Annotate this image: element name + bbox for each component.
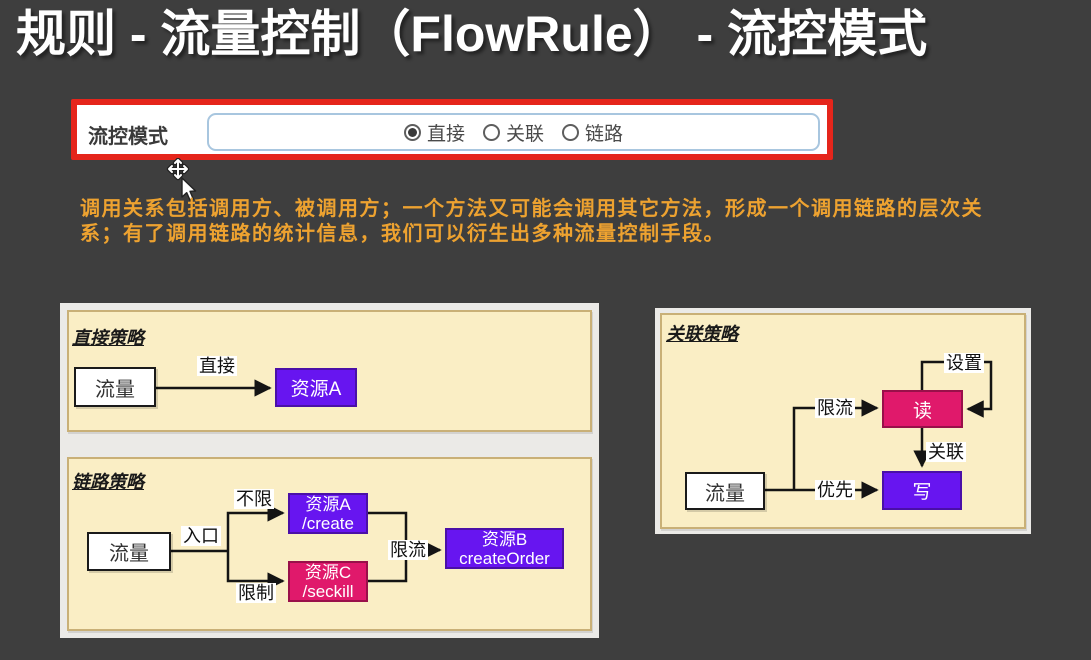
- radio-option-direct[interactable]: 直接: [403, 119, 465, 146]
- edge-label-relation: 关联: [926, 442, 966, 462]
- chain-strategy-title: 链路策略: [72, 472, 144, 492]
- flow-mode-radio-group: 直接 关联 链路: [403, 119, 623, 146]
- radio-option-chain[interactable]: 链路: [562, 119, 623, 146]
- node-line: /seckill: [302, 581, 354, 601]
- node-resource-c-seckill: 资源C /seckill: [288, 561, 368, 602]
- node-resource-b-createorder: 资源B createOrder: [445, 528, 564, 569]
- flow-mode-input: 直接 关联 链路: [207, 113, 820, 151]
- edge-label-entry: 入口: [181, 526, 221, 546]
- node-write: 写: [882, 471, 962, 510]
- node-traffic: 流量: [685, 472, 765, 510]
- direct-strategy-title: 直接策略: [72, 328, 144, 348]
- node-traffic: 流量: [87, 532, 171, 571]
- node-resource-a: 资源A: [275, 368, 357, 407]
- description-line-1: 调用关系包括调用方、被调用方；一个方法又可能会调用其它方法，形成一个调用链路的层…: [80, 198, 983, 220]
- flow-mode-label: 流控模式: [88, 126, 168, 148]
- edge-label-setup: 设置: [944, 353, 984, 373]
- edge-label-unlimited: 不限: [234, 489, 274, 509]
- node-read: 读: [882, 390, 963, 428]
- node-resource-a-create: 资源A /create: [288, 493, 368, 534]
- radio-unselected-icon[interactable]: [482, 123, 500, 141]
- radio-label: 链路: [585, 123, 624, 145]
- node-line: 资源C: [304, 562, 352, 582]
- radio-option-relation[interactable]: 关联: [482, 119, 544, 146]
- node-line: /create: [302, 513, 354, 533]
- node-line: 资源A: [305, 494, 351, 514]
- radio-label: 关联: [505, 123, 544, 145]
- description-line-2: 系；有了调用链路的统计信息，我们可以衍生出多种流量控制手段。: [80, 223, 725, 245]
- edge-label-priority: 优先: [815, 480, 855, 500]
- edge-label-limit-flow: 限流: [388, 540, 428, 560]
- node-line: createOrder: [459, 548, 550, 568]
- page-title: 规则 - 流量控制（FlowRule） - 流控模式: [16, 6, 928, 62]
- edge-label-limit-flow: 限流: [815, 398, 855, 418]
- node-traffic: 流量: [74, 367, 156, 407]
- relation-strategy-title: 关联策略: [666, 324, 738, 344]
- radio-label: 直接: [426, 123, 465, 145]
- node-line: 资源B: [481, 529, 528, 549]
- radio-unselected-icon[interactable]: [562, 123, 579, 141]
- radio-selected-icon[interactable]: [403, 123, 421, 141]
- edge-label-limited: 限制: [236, 583, 276, 603]
- edge-label-direct: 直接: [197, 356, 237, 376]
